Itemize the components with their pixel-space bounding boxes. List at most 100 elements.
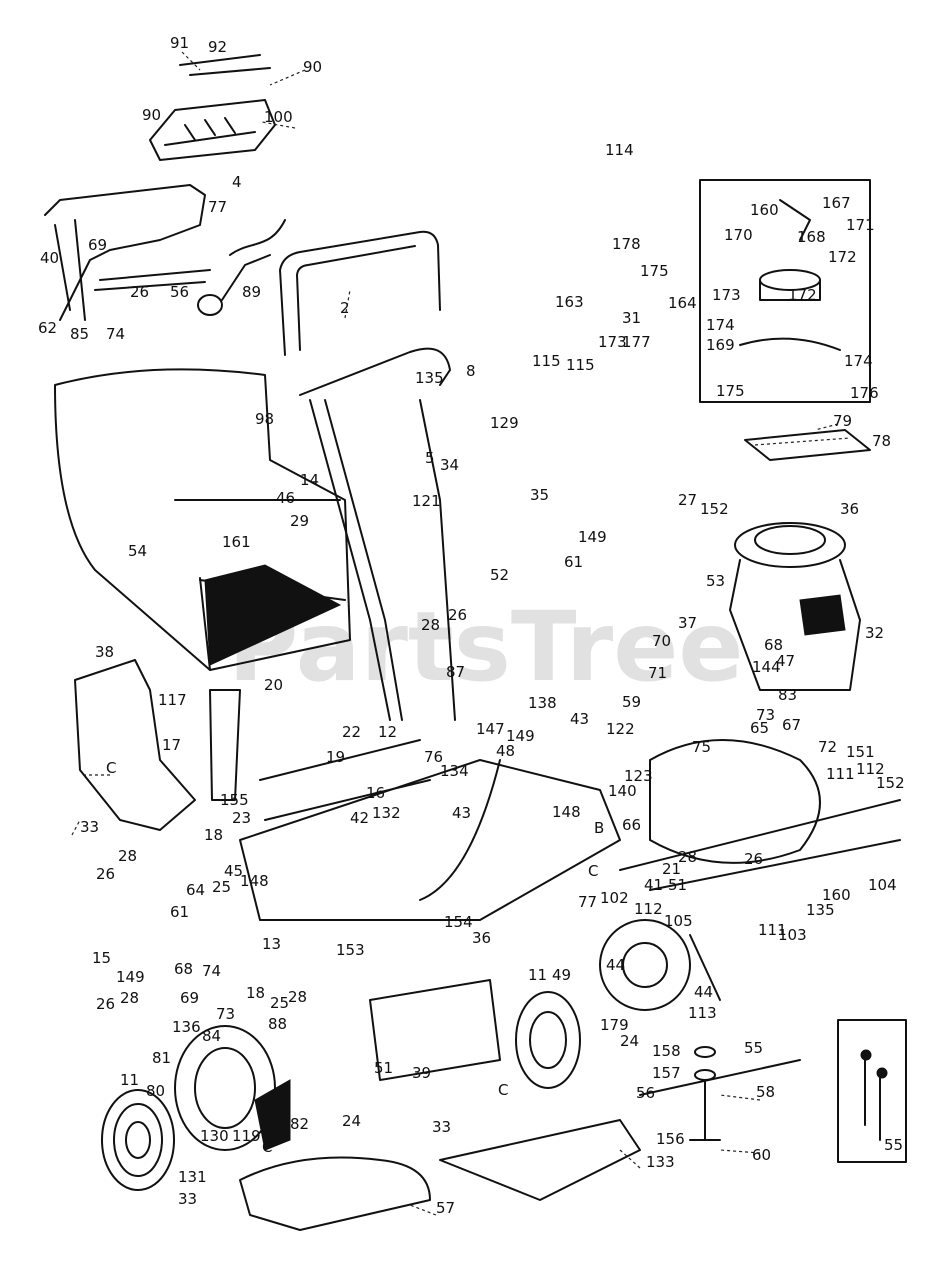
part-label: 164 <box>668 294 697 312</box>
part-label: 136 <box>172 1018 201 1036</box>
part-label: 117 <box>158 691 187 709</box>
part-label: C <box>262 1138 272 1156</box>
part-label: 43 <box>570 710 589 728</box>
part-label: 26 <box>744 850 763 868</box>
control-box-drawing <box>149 54 276 161</box>
part-label: 44 <box>694 983 713 1001</box>
part-label: 158 <box>652 1042 681 1060</box>
part-label: 68 <box>764 636 783 654</box>
part-label: 33 <box>178 1190 197 1208</box>
part-label: 148 <box>552 803 581 821</box>
part-label: 65 <box>750 719 769 737</box>
part-label: C <box>498 1081 508 1099</box>
part-label: 26 <box>96 865 115 883</box>
part-label: 8 <box>466 362 476 380</box>
part-label: 92 <box>208 38 227 56</box>
part-label: 55 <box>744 1039 763 1057</box>
part-label: 18 <box>204 826 223 844</box>
engine-drawing <box>619 522 901 891</box>
part-label: 33 <box>80 818 99 836</box>
part-label: 12 <box>378 723 397 741</box>
part-label: 33 <box>432 1118 451 1136</box>
part-label: 73 <box>216 1005 235 1023</box>
blade-hardware-drawing <box>639 1046 801 1141</box>
part-label: 175 <box>640 262 669 280</box>
part-label: 15 <box>92 949 111 967</box>
part-label: 19 <box>326 748 345 766</box>
part-label: 103 <box>778 926 807 944</box>
part-label: 105 <box>664 912 693 930</box>
part-label: 148 <box>240 872 269 890</box>
part-label: 173 <box>598 333 627 351</box>
part-label: 71 <box>648 664 667 682</box>
part-label: 42 <box>350 809 369 827</box>
part-label: 56 <box>636 1084 655 1102</box>
part-label: 46 <box>276 489 295 507</box>
part-label: 122 <box>606 720 635 738</box>
part-label: 121 <box>412 492 441 510</box>
part-label: 18 <box>246 984 265 1002</box>
part-label: 77 <box>208 198 227 216</box>
bolt-inset-box <box>837 1019 907 1163</box>
part-label: 51 <box>668 876 687 894</box>
part-label: 60 <box>752 1146 771 1164</box>
part-label: 147 <box>476 720 505 738</box>
part-label: 17 <box>162 736 181 754</box>
part-label: 27 <box>678 491 697 509</box>
part-label: 68 <box>174 960 193 978</box>
front-wheel-drawing <box>515 991 581 1089</box>
part-label: 39 <box>412 1064 431 1082</box>
part-label: 56 <box>170 283 189 301</box>
part-label: 5 <box>425 449 435 467</box>
pulley-drawing <box>599 919 721 1011</box>
part-label: 131 <box>178 1168 207 1186</box>
part-label: C <box>106 759 116 777</box>
part-label: 167 <box>822 194 851 212</box>
part-label: 36 <box>840 500 859 518</box>
part-label: 52 <box>490 566 509 584</box>
part-label: 112 <box>856 760 885 778</box>
part-label: 115 <box>566 356 595 374</box>
part-label: 134 <box>440 762 469 780</box>
upper-handle-drawing <box>44 184 286 321</box>
part-label: 138 <box>528 694 557 712</box>
part-label: 112 <box>634 900 663 918</box>
leader-lines <box>71 51 839 1216</box>
part-label: 140 <box>608 782 637 800</box>
part-label: 55 <box>884 1136 903 1154</box>
part-label: 43 <box>452 804 471 822</box>
part-label: 111 <box>826 765 855 783</box>
part-label: 28 <box>678 848 697 866</box>
part-label: 74 <box>202 962 221 980</box>
part-label: 40 <box>40 249 59 267</box>
part-label: 90 <box>142 106 161 124</box>
part-label: 16 <box>366 784 385 802</box>
part-label: 14 <box>300 471 319 489</box>
deflector-drawing <box>74 659 241 831</box>
part-label: 113 <box>688 1004 717 1022</box>
part-label: 28 <box>118 847 137 865</box>
part-label: 89 <box>242 283 261 301</box>
part-label: 37 <box>678 614 697 632</box>
part-label: 132 <box>372 804 401 822</box>
main-handle-drawing <box>279 230 456 721</box>
part-label: 172 <box>828 248 857 266</box>
part-label: 38 <box>95 643 114 661</box>
part-label: 129 <box>490 414 519 432</box>
part-label: 67 <box>782 716 801 734</box>
part-label: 58 <box>756 1083 775 1101</box>
part-label: 119 <box>232 1127 261 1145</box>
part-label: 144 <box>752 658 781 676</box>
part-label: 149 <box>116 968 145 986</box>
part-label: 11 <box>120 1071 139 1089</box>
part-label: 155 <box>220 791 249 809</box>
part-label: 66 <box>622 816 641 834</box>
part-label: 160 <box>822 886 851 904</box>
part-label: 57 <box>436 1199 455 1217</box>
part-label: 11 <box>528 966 547 984</box>
part-label: 156 <box>656 1130 685 1148</box>
part-label: 154 <box>444 913 473 931</box>
